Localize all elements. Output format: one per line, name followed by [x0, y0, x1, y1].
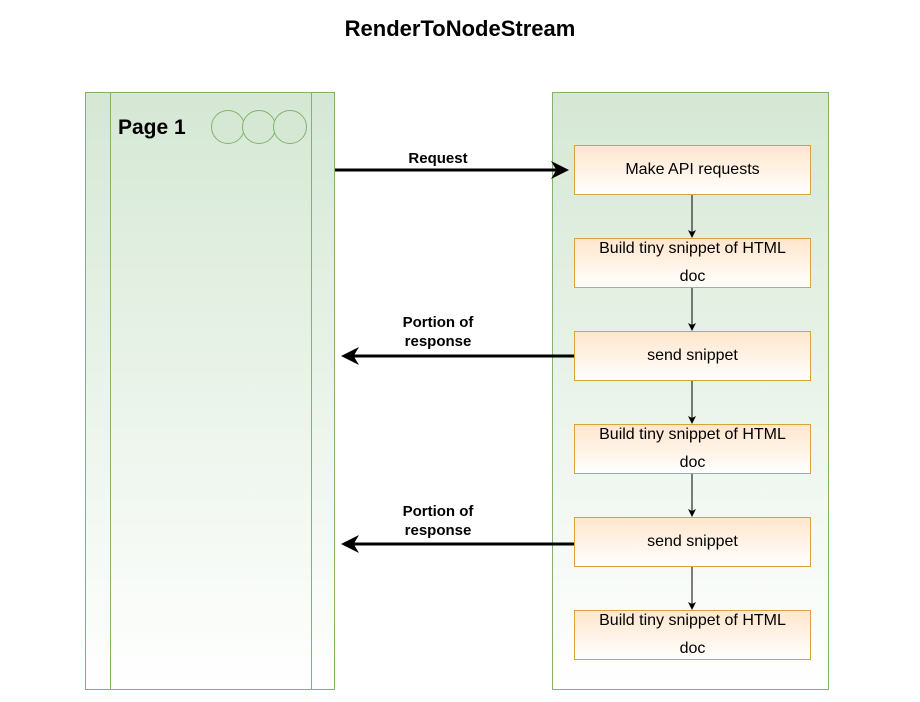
- client-page-right-divider: [311, 92, 312, 690]
- diagram-title: RenderToNodeStream: [344, 16, 576, 41]
- client-page-label: Page 1: [118, 116, 186, 139]
- step-send-snippet: send snippet: [574, 331, 811, 381]
- step-build-snippet: Build tiny snippet of HTML doc: [574, 238, 811, 288]
- loading-circle-icon: [211, 110, 245, 144]
- step-make-api-requests: Make API requests: [574, 145, 811, 195]
- request-arrow-label: Request: [408, 150, 468, 167]
- client-page-frame: [85, 92, 335, 690]
- client-page-left-divider: [110, 92, 111, 690]
- step-build-snippet: Build tiny snippet of HTML doc: [574, 610, 811, 660]
- response-arrow-label: Portion of response: [402, 314, 474, 350]
- loading-circle-icon: [273, 110, 307, 144]
- response-arrow-label: Portion of response: [402, 503, 474, 539]
- step-build-snippet: Build tiny snippet of HTML doc: [574, 424, 811, 474]
- step-send-snippet: send snippet: [574, 517, 811, 567]
